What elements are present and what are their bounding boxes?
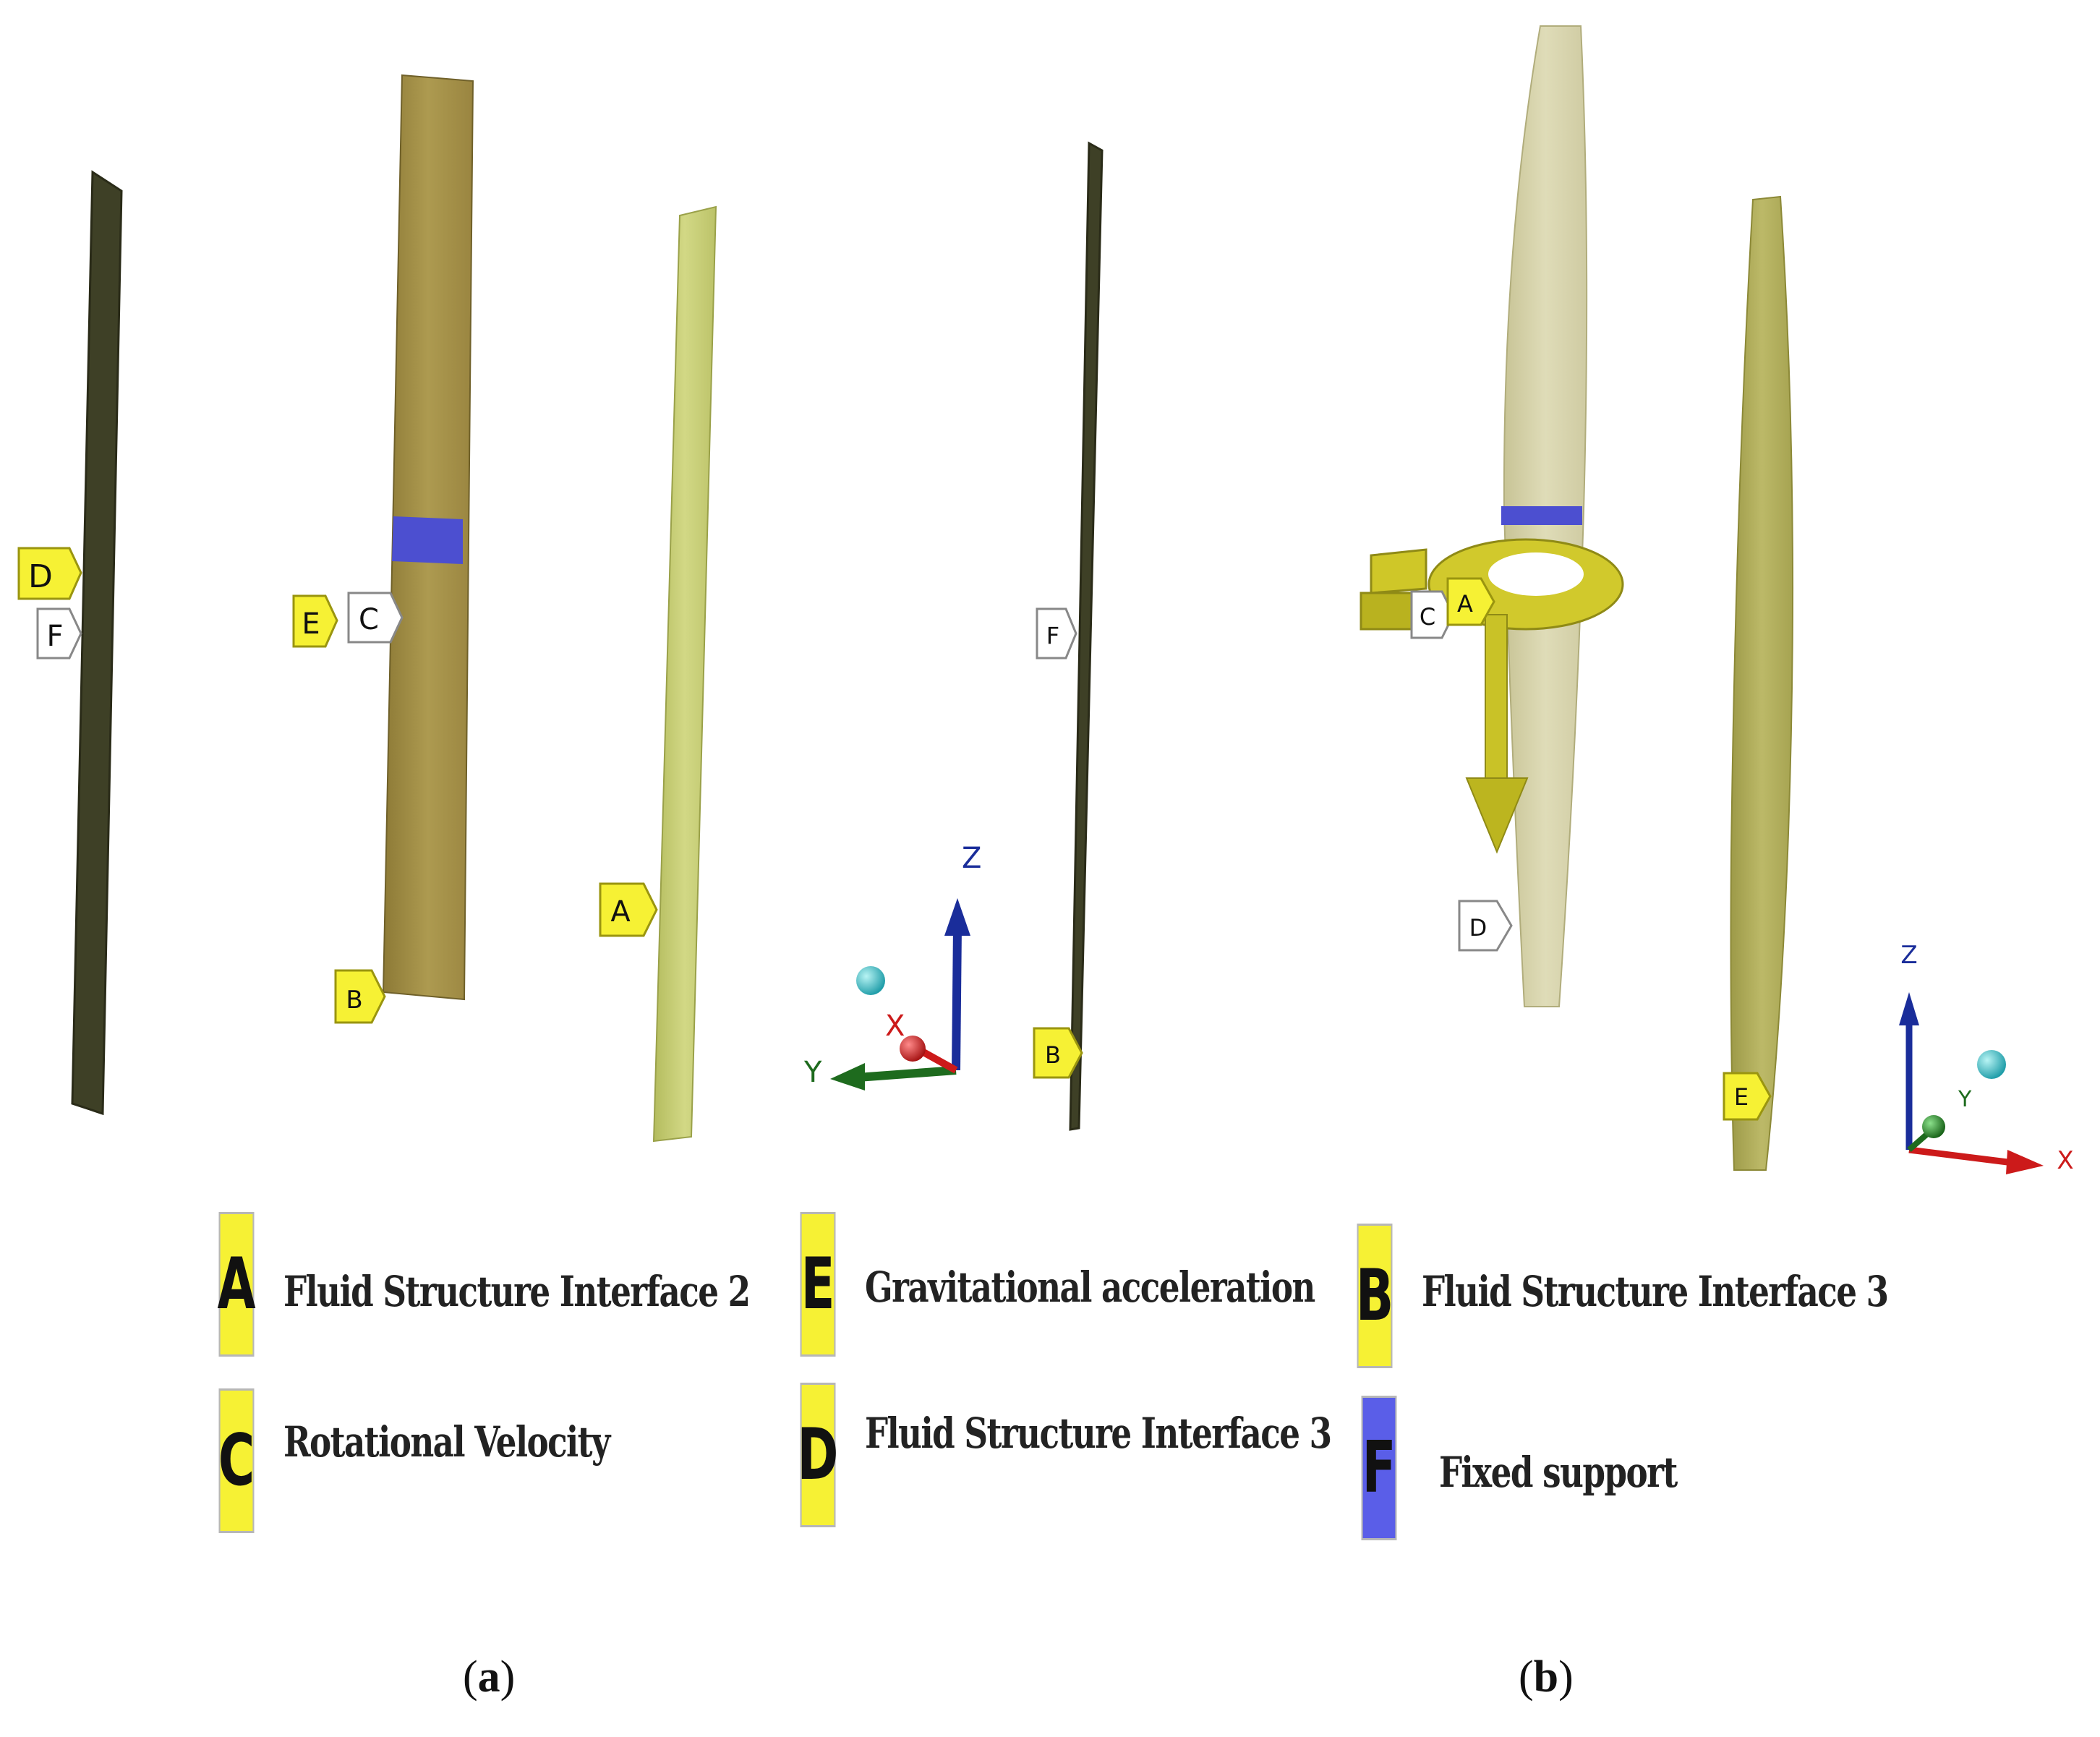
axis-a-x-ball: [900, 1036, 926, 1062]
tag-b-A: A: [1446, 577, 1495, 626]
panel-b: F B C A D E Z X: [1033, 25, 2074, 1175]
axis-a-z-label: Z: [962, 842, 981, 875]
legend-label-B: Fluid Structure Interface 3: [1422, 1267, 1889, 1316]
legend-swatch-A: A: [217, 1212, 256, 1357]
legend-letter-E: E: [801, 1243, 835, 1326]
axis-triad-b: Z X Y: [1899, 941, 2074, 1175]
legend-swatch-B: B: [1355, 1224, 1394, 1368]
axis-a-x-label: X: [885, 1010, 905, 1043]
legend-swatch-D: D: [797, 1383, 839, 1527]
caption-a-letter: a: [477, 1652, 500, 1702]
fixed-support-band-b: [1501, 506, 1582, 525]
tag-b-F-label: F: [1046, 622, 1059, 649]
axis-b-y-label: Y: [1958, 1087, 1972, 1112]
legend-label-A: Fluid Structure Interface 2: [283, 1267, 751, 1316]
axis-triad-a: Z Y X: [803, 842, 981, 1091]
legend-label-F: Fixed support: [1439, 1448, 1678, 1497]
blade-b-olive: [1730, 195, 1794, 1171]
tag-b-C-label: C: [1420, 603, 1435, 631]
axis-a-y-arrow: [830, 1063, 865, 1091]
caption-b-close: ): [1558, 1652, 1574, 1702]
blade-a-green: [652, 205, 717, 1143]
tag-b-F: F: [1036, 607, 1077, 660]
legend-swatch-F: F: [1361, 1396, 1397, 1540]
caption-b: (b): [1519, 1652, 1574, 1703]
legend-swatch-C: C: [218, 1388, 255, 1533]
legend-letter-F: F: [1362, 1427, 1396, 1509]
tag-b-C: C: [1410, 590, 1455, 639]
tag-a-A: A: [599, 882, 658, 937]
tag-a-B: B: [334, 969, 386, 1024]
axis-b-cyan-ball: [1977, 1050, 2006, 1079]
caption-a-close: ): [500, 1652, 516, 1702]
fixed-support-band-a: [392, 516, 463, 564]
legend-label-D: Fluid Structure Interface 3: [865, 1409, 1332, 1458]
tag-a-D-label: D: [28, 558, 53, 595]
blade-a-dark: [71, 170, 123, 1116]
tag-a-E-label: E: [302, 607, 320, 641]
axis-b-x-arrow: [2006, 1150, 2044, 1174]
tag-b-E: E: [1723, 1072, 1772, 1121]
tag-b-D-label: D: [1469, 914, 1488, 942]
caption-a-open: (: [463, 1652, 478, 1702]
tag-a-D: D: [17, 547, 82, 600]
legend-swatch-E: E: [800, 1212, 836, 1357]
legend-letter-D: D: [797, 1414, 839, 1496]
tag-a-B-label: B: [346, 986, 362, 1015]
tag-a-E: E: [292, 594, 338, 648]
tag-a-C-label: C: [359, 603, 379, 636]
tag-b-A-label: A: [1457, 590, 1473, 618]
gravity-arrow: [1465, 614, 1529, 854]
tag-b-D: D: [1458, 900, 1513, 952]
tag-b-E-label: E: [1734, 1083, 1749, 1111]
legend-letter-B: B: [1355, 1255, 1394, 1337]
tag-b-B-label: B: [1045, 1041, 1061, 1069]
axis-a-cyan-ball: [856, 966, 885, 995]
axis-a-z-arrow: [944, 898, 970, 936]
blade-b-dark: [1069, 141, 1104, 1131]
axis-b-y-ball: [1922, 1115, 1945, 1138]
caption-a: (a): [463, 1652, 515, 1703]
legend-letter-A: A: [217, 1243, 256, 1326]
axis-b-z-label: Z: [1900, 941, 1917, 970]
legend-label-E: Gravitational acceleration: [865, 1263, 1315, 1312]
tag-a-A-label: A: [610, 895, 631, 929]
tag-a-F-label: F: [46, 620, 63, 653]
tag-a-F: F: [36, 607, 82, 660]
legend-label-C: Rotational Velocity: [283, 1417, 610, 1467]
caption-b-open: (: [1519, 1652, 1534, 1702]
axis-b-x-label: X: [2057, 1146, 2073, 1175]
legend-letter-C: C: [218, 1420, 255, 1502]
panel-a: D F E C B A Z Y: [17, 74, 981, 1143]
tag-a-C: C: [347, 592, 404, 644]
tag-b-B: B: [1033, 1027, 1083, 1079]
caption-b-letter: b: [1533, 1652, 1559, 1702]
axis-b-z-arrow: [1899, 992, 1919, 1025]
axis-a-y-label: Y: [803, 1056, 822, 1089]
